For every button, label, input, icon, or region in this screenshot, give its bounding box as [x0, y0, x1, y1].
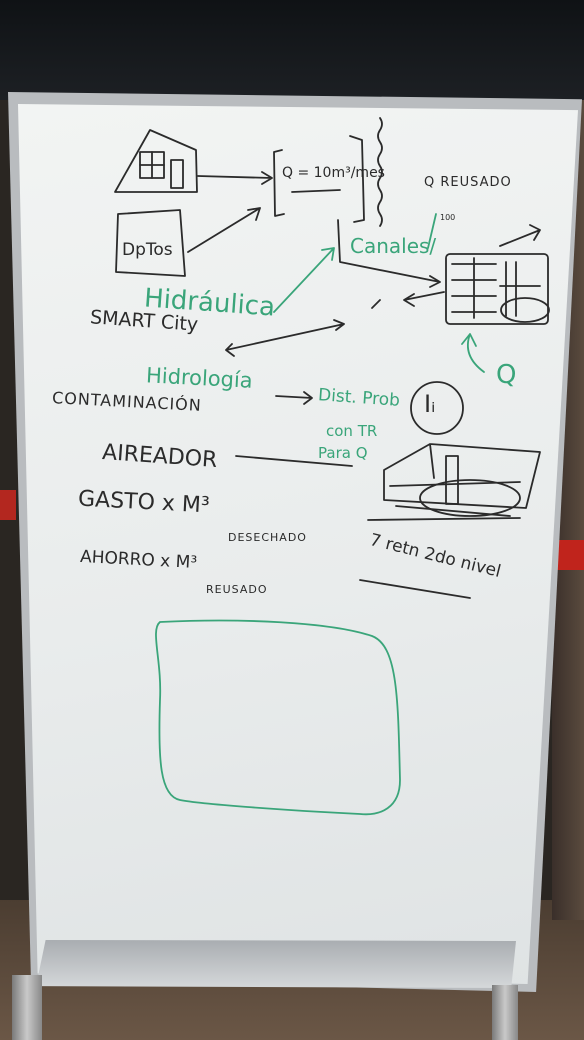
- arrow-diagram-left: [403, 291, 445, 307]
- arrow-formula-diagram: [337, 219, 441, 288]
- desechado-label: DESECHADO: [228, 531, 307, 544]
- formula-bracket-right: [349, 135, 365, 223]
- whiteboard-stand-right: [492, 985, 518, 1040]
- background-ceiling: [0, 0, 584, 100]
- canales-label: Canales/: [350, 234, 437, 258]
- i-circle: [410, 381, 464, 435]
- whiteboard-bottom-rail: [36, 940, 516, 988]
- deptos-box: [115, 209, 186, 277]
- small-note: 100: [440, 213, 456, 222]
- formula-bracket-left: [273, 149, 285, 217]
- tank-schematic: [445, 253, 549, 325]
- green-empty-box: [155, 619, 401, 816]
- wavy-separator: [377, 117, 383, 227]
- q-circle-label: Q: [496, 360, 517, 390]
- para-q-label: Para Q: [318, 444, 368, 462]
- arrow-house-formula: [197, 171, 273, 185]
- house-sketch: [114, 129, 198, 193]
- arrow-q-diagram: [461, 333, 485, 373]
- red-object-right: [556, 540, 584, 570]
- arrow-hidraulica-canales: [273, 247, 335, 313]
- reuse-label: Q REUSADO: [424, 175, 512, 190]
- deptos-label: DpTos: [122, 240, 173, 260]
- whiteboard-surface: [18, 104, 578, 984]
- whiteboard-stand-left: [12, 975, 42, 1040]
- house-door: [170, 159, 184, 189]
- hidrologia-label: Hidrología: [145, 363, 254, 393]
- arrow-smart-city: [225, 319, 345, 357]
- reusado-label: REUSADO: [206, 583, 268, 596]
- con-tr-label: con TR: [326, 422, 378, 440]
- structure-sketch: [383, 443, 541, 517]
- arrow-deptos-formula: [187, 207, 261, 253]
- red-object-left: [0, 490, 16, 520]
- i-circle-label: Iᵢ: [424, 390, 436, 418]
- arrow-hidrologia-dist: [275, 391, 313, 405]
- formula-label: Q = 10m³/mes: [282, 165, 385, 181]
